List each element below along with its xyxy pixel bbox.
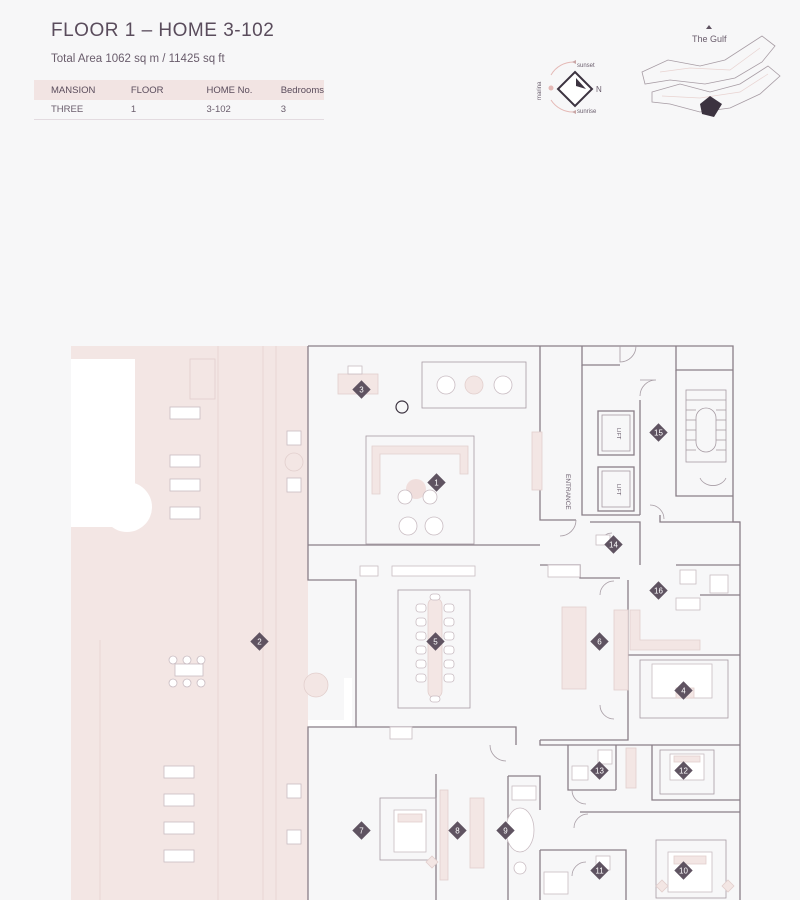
room-marker-4: 4: [674, 681, 693, 700]
bedroom-10-furniture: [655, 839, 735, 899]
bedroom-4-furniture: [629, 609, 729, 719]
svg-text:6: 6: [597, 638, 602, 647]
svg-text:11: 11: [595, 867, 604, 876]
cell-home-no: 3-102: [189, 100, 264, 120]
room-marker-5: 5: [426, 632, 445, 651]
room-marker-10: 10: [674, 861, 693, 880]
room-marker-11: 11: [590, 861, 609, 880]
outdoor-dining-table: [168, 655, 206, 688]
svg-text:LIFT: LIFT: [615, 428, 621, 440]
room-marker-14: 14: [604, 535, 623, 554]
room-marker-12: 12: [674, 761, 693, 780]
room-marker-16: 16: [649, 581, 668, 600]
svg-text:8: 8: [455, 827, 460, 836]
svg-text:12: 12: [679, 767, 688, 776]
total-area: Total Area 1062 sq m / 11425 sq ft: [51, 53, 225, 65]
unit-info-table: MANSION FLOOR HOME No. Bedrooms THREE 1 …: [34, 80, 324, 120]
room-marker-6: 6: [590, 632, 609, 651]
column-header-bedrooms: Bedrooms: [263, 80, 324, 100]
room-marker-3: 3: [352, 380, 371, 399]
table-header-row: MANSION FLOOR HOME No. Bedrooms: [34, 80, 324, 100]
living-room-furniture: [337, 361, 543, 545]
room-marker-15: 15: [649, 423, 668, 442]
column-header-floor: FLOOR: [113, 80, 190, 100]
room-marker-8: 8: [448, 821, 467, 840]
page-title: FLOOR 1 – HOME 3-102: [51, 20, 275, 41]
room-marker-1: 1: [427, 473, 446, 492]
bedroom-12-furniture: [625, 747, 715, 795]
svg-text:LIFT: LIFT: [615, 484, 621, 496]
svg-text:4: 4: [681, 687, 686, 696]
staircase: [685, 389, 727, 486]
jacuzzi: [102, 482, 152, 532]
svg-text:16: 16: [654, 587, 663, 596]
lift-1: LIFT: [597, 410, 635, 456]
bedroom-7-furniture: [379, 797, 439, 869]
cell-mansion: THREE: [34, 100, 114, 120]
svg-text:13: 13: [595, 767, 604, 776]
room-marker-7: 7: [352, 821, 371, 840]
svg-text:5: 5: [433, 638, 438, 647]
svg-text:9: 9: [503, 827, 508, 836]
bathroom-9-fixtures: [505, 785, 537, 875]
table-row: THREE 1 3-102 3: [34, 100, 324, 120]
svg-text:7: 7: [359, 827, 364, 836]
svg-text:14: 14: [609, 541, 618, 550]
svg-text:2: 2: [257, 638, 262, 647]
entrance-label: ENTRANCE: [564, 474, 571, 510]
room-marker-2: 2: [250, 632, 269, 651]
svg-text:10: 10: [679, 867, 688, 876]
svg-text:3: 3: [359, 386, 364, 395]
kitchen-island: [561, 606, 587, 690]
lift-2: LIFT: [597, 466, 635, 512]
column-header-mansion: MANSION: [34, 80, 114, 100]
svg-text:1: 1: [434, 479, 439, 488]
svg-text:15: 15: [654, 429, 663, 438]
cell-floor: 1: [113, 100, 190, 120]
column-header-home-no: HOME No.: [189, 80, 264, 100]
cell-bedrooms: 3: [263, 100, 324, 120]
dining-table: [397, 589, 471, 709]
room-marker-9: 9: [496, 821, 515, 840]
room-marker-13: 13: [590, 761, 609, 780]
